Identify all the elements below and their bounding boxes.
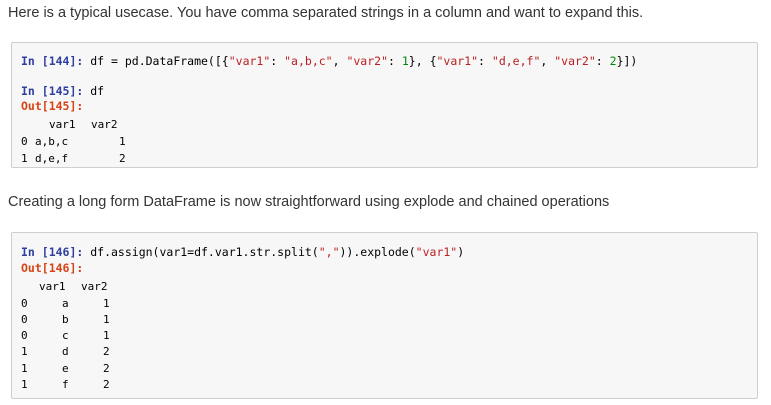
input-line-144: In [144]: df = pd.DataFrame([{"var1": "a… [21, 54, 637, 69]
table-cell: 2 [103, 378, 110, 391]
string-literal: "var2" [346, 54, 388, 68]
row-index: 0 [21, 297, 28, 310]
table-cell: 1 [103, 329, 110, 342]
code-text: }]) [616, 54, 638, 68]
row-index: 0 [21, 313, 28, 326]
table-cell: f [62, 378, 69, 391]
code-text: df.assign(var1=df.var1.str.split( [83, 245, 319, 259]
string-literal: "var1" [415, 245, 458, 259]
dataframe-output-1: var1 var2 0 a,b,c 1 1 d,e,f 2 [21, 117, 221, 167]
dataframe-output-2: var1 var2 0 a 1 0 b 1 0 c 1 1 d 2 1 e 2 … [21, 279, 221, 395]
code-text: : [478, 54, 492, 68]
input-line-146: In [146]: df.assign(var1=df.var1.str.spl… [21, 245, 464, 260]
row-index: 1 [21, 152, 28, 165]
column-header: var2 [81, 280, 108, 293]
code-text: df [83, 84, 105, 98]
code-text: : [388, 54, 402, 68]
string-literal: "var2" [554, 54, 596, 68]
number-literal: 1 [401, 54, 409, 68]
row-index: 0 [21, 329, 28, 342]
string-literal: "d,e,f" [491, 54, 541, 68]
row-index: 1 [21, 362, 28, 375]
table-cell: a,b,c [35, 135, 69, 148]
out-prompt-145: Out[145]: [21, 99, 84, 113]
string-literal: "var1" [436, 54, 479, 68]
table-cell: d [62, 345, 69, 358]
row-index: 1 [21, 378, 28, 391]
code-text: : [595, 54, 610, 68]
table-cell: 1 [119, 135, 126, 148]
column-header: var1 [39, 280, 66, 293]
in-prompt-144: In [144]: [21, 54, 84, 68]
explode-paragraph: Creating a long form DataFrame is now st… [8, 194, 610, 210]
code-text: , [540, 54, 555, 68]
table-cell: 2 [103, 345, 110, 358]
code-text: )).explode( [339, 245, 416, 259]
row-index: 1 [21, 345, 28, 358]
column-header: var1 [49, 118, 76, 131]
table-cell: 2 [103, 362, 110, 375]
table-cell: d,e,f [35, 152, 69, 165]
table-cell: c [62, 329, 69, 342]
code-text: }, { [408, 54, 437, 68]
code-cell-2: In [146]: df.assign(var1=df.var1.str.spl… [11, 232, 758, 399]
row-index: 0 [21, 135, 28, 148]
table-cell: a [62, 297, 69, 310]
table-cell: b [62, 313, 69, 326]
in-prompt-145: In [145]: [21, 84, 84, 98]
input-line-145: In [145]: df [21, 84, 104, 99]
output-line-145: Out[145]: [21, 99, 83, 114]
code-cell-1: In [144]: df = pd.DataFrame([{"var1": "a… [11, 42, 758, 168]
code-text: ) [457, 245, 465, 259]
table-cell: 1 [103, 313, 110, 326]
out-prompt-146: Out[146]: [21, 261, 84, 275]
column-header: var2 [91, 118, 118, 131]
string-literal: "," [318, 245, 340, 259]
code-text: df = pd.DataFrame([{ [83, 54, 229, 68]
code-text: , [332, 54, 347, 68]
string-literal: "a,b,c" [284, 54, 333, 68]
output-line-146: Out[146]: [21, 261, 83, 276]
code-text: : [270, 54, 285, 68]
number-literal: 2 [609, 54, 617, 68]
table-cell: 1 [103, 297, 110, 310]
in-prompt-146: In [146]: [21, 245, 84, 259]
table-cell: e [62, 362, 69, 375]
string-literal: "var1" [228, 54, 271, 68]
intro-paragraph: Here is a typical usecase. You have comm… [8, 5, 644, 21]
table-cell: 2 [119, 152, 126, 165]
